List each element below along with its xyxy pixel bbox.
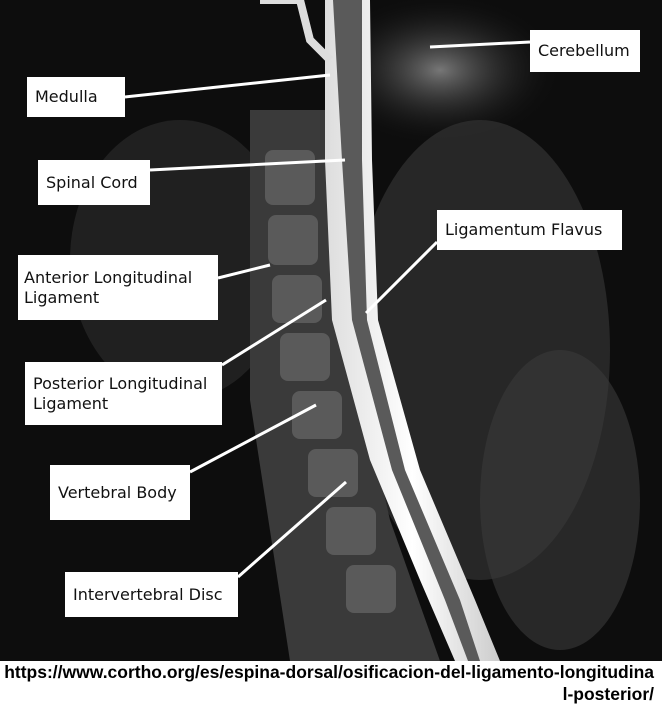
label-vertebral-body: Vertebral Body: [50, 465, 190, 520]
cerebellum-leader: [429, 40, 531, 49]
source-url: https://www.cortho.org/es/espina-dorsal/…: [4, 662, 654, 704]
label-medulla: Medulla: [27, 77, 125, 117]
medulla-leader: [124, 73, 331, 99]
label-posterior-longitudinal-ligament: Posterior Longitudinal Ligament: [25, 362, 222, 425]
label-intervertebral-disc: Intervertebral Disc: [65, 572, 238, 617]
vertebral-column: [265, 150, 396, 613]
spinal-cord: [333, 0, 480, 661]
label-cerebellum: Cerebellum: [530, 30, 640, 72]
ligamentum-flavus-leader: [364, 240, 439, 315]
posterior-longitudinal-ligament-leader: [221, 298, 327, 367]
leader-lines: [124, 40, 531, 579]
label-ligamentum-flavus: Ligamentum Flavus: [437, 210, 622, 250]
spinal-cord-leader: [149, 158, 346, 172]
csf-column: [325, 0, 500, 661]
label-anterior-longitudinal-ligament: Anterior Longitudinal Ligament: [18, 255, 218, 320]
label-spinal-cord: Spinal Cord: [38, 160, 150, 205]
cerebellum-region: [320, 0, 560, 145]
vertebral-body-leader: [189, 403, 317, 474]
anterior-longitudinal-ligament-leader: [217, 263, 271, 280]
intervertebral-disc-leader: [237, 480, 347, 579]
